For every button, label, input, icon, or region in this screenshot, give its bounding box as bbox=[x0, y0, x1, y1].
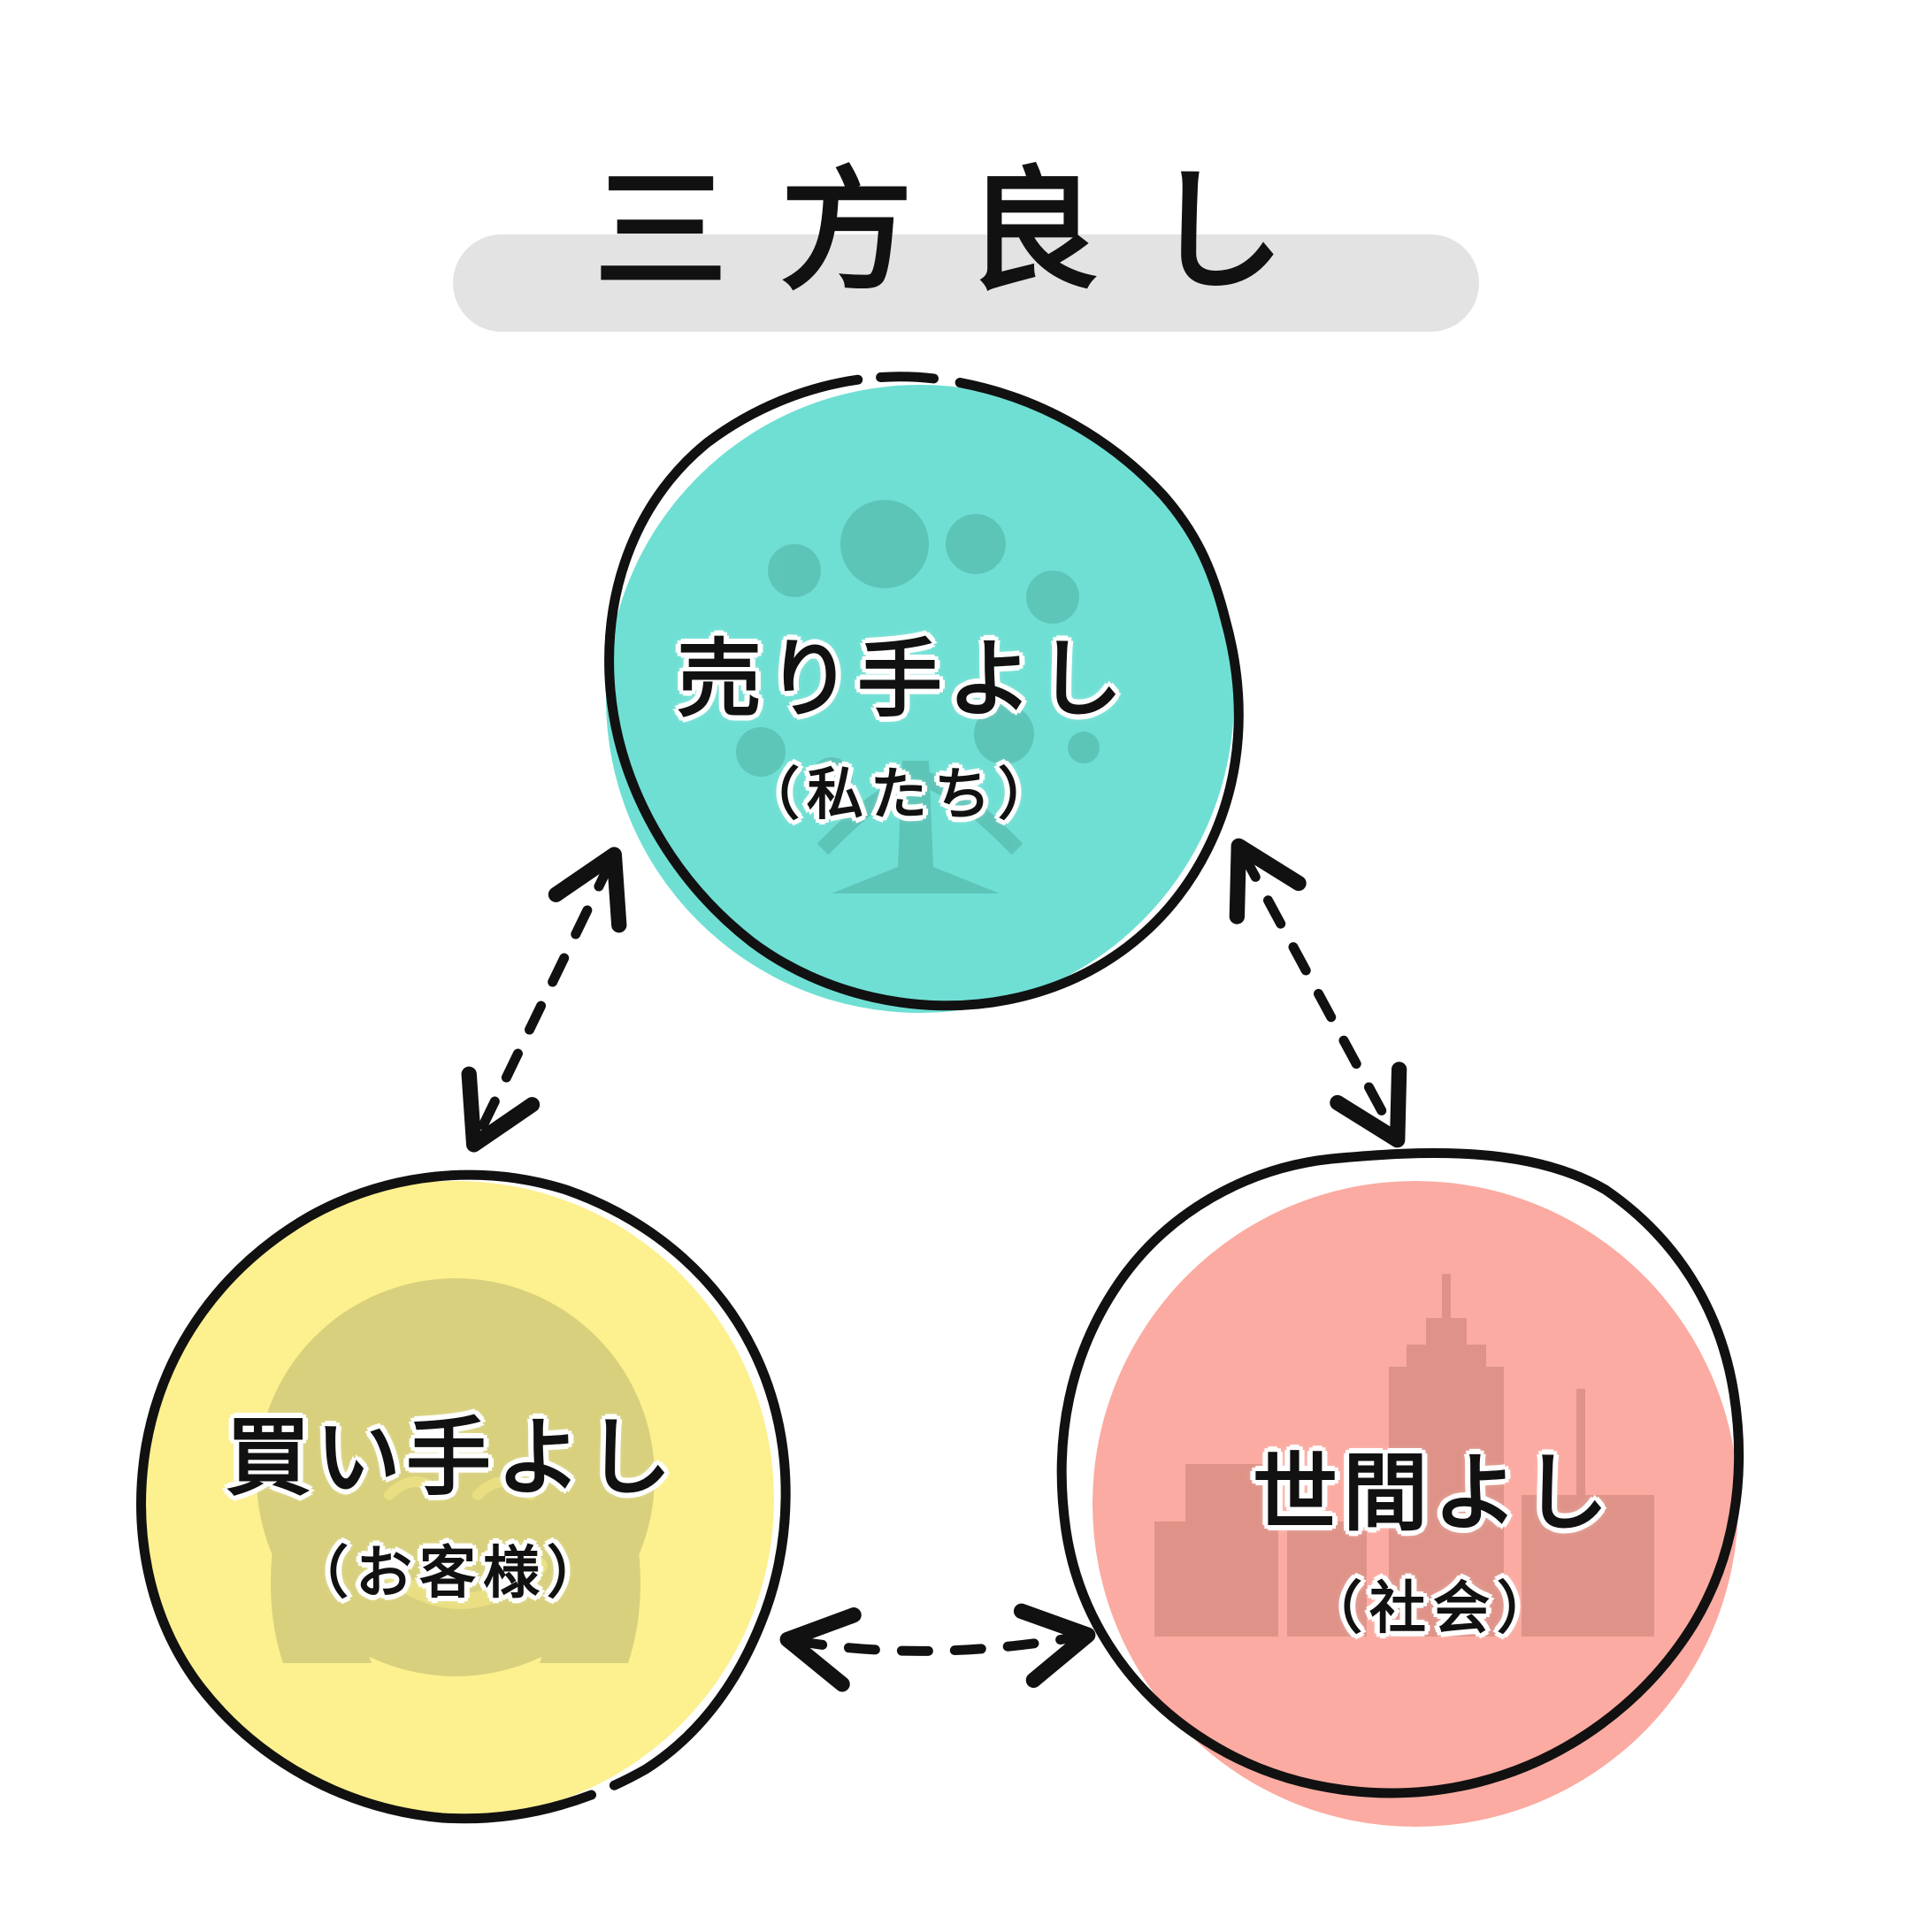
title-highlight bbox=[453, 234, 1479, 332]
seller-node bbox=[604, 372, 1244, 1013]
arrow-buyer-society bbox=[779, 1603, 1096, 1692]
seller-label: 売り手よし bbox=[677, 630, 1128, 729]
diagram-title: 三方良し bbox=[594, 155, 1338, 309]
arrow-seller-society bbox=[1229, 838, 1407, 1148]
buyer-sublabel: （お客様） bbox=[292, 1541, 610, 1606]
tree-icon bbox=[736, 500, 1100, 893]
buyer-node bbox=[136, 1169, 791, 1824]
buyer-circle-outline bbox=[136, 1169, 791, 1824]
buyer-label: 買い手よし bbox=[226, 1408, 677, 1507]
seller-circle-outline bbox=[604, 372, 1244, 1011]
seller-circle-fill bbox=[606, 385, 1234, 1013]
society-circle-outline bbox=[1056, 1147, 1744, 1798]
society-node bbox=[1056, 1147, 1744, 1827]
society-sublabel: （社会） bbox=[1306, 1576, 1560, 1642]
seller-label-group: 売り手よし （私たち） bbox=[672, 610, 1132, 831]
society-label-group: 世間よし （社会） bbox=[1203, 1424, 1663, 1644]
arrow-seller-buyer bbox=[461, 847, 627, 1153]
city-buildings-icon bbox=[1154, 1274, 1654, 1637]
society-label: 世間よし bbox=[1253, 1444, 1614, 1543]
buyer-label-group: 買い手よし （お客様） bbox=[221, 1389, 681, 1609]
smiling-person-icon bbox=[257, 1278, 655, 1676]
seller-sublabel: （私たち） bbox=[743, 763, 1062, 828]
